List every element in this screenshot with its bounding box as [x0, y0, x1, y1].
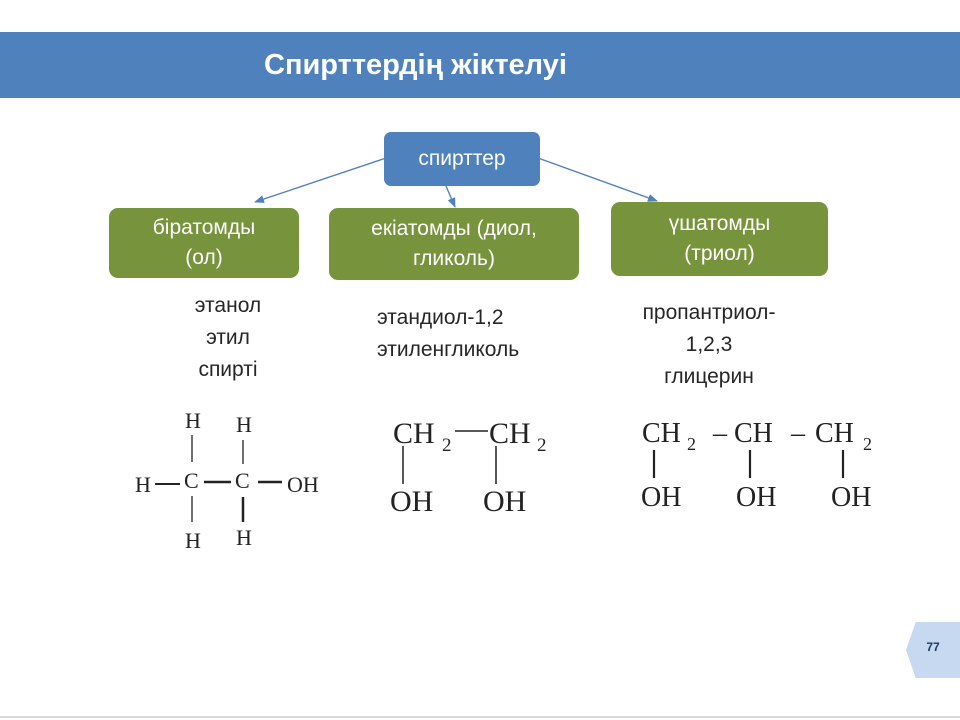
atom-h: H: [236, 525, 252, 550]
category-dihydric: екіатомды (диол, гликоль): [329, 208, 579, 280]
root-node-alcohols: спирттер: [384, 132, 540, 186]
bond-dash: –: [790, 418, 806, 449]
category-monohydric: біратомды (ол): [109, 208, 299, 278]
category-monohydric-line-2: (ол): [185, 246, 223, 269]
example-name: пропантриол-: [642, 301, 776, 324]
example-names-monohydric: этанол этил спирті: [160, 290, 296, 386]
subscript-2: 2: [687, 434, 696, 454]
example-names-dihydric: этандиол-1,2 этиленгликоль: [377, 302, 519, 366]
slide-title: Спирттердің жіктелуі: [264, 49, 567, 81]
atom-h: H: [185, 408, 201, 433]
example-name: этанол: [194, 294, 262, 317]
glycerol-formula: CH 2 – CH – CH 2 OH OH OH: [641, 418, 872, 513]
category-dihydric-line-2: гликоль): [412, 247, 495, 270]
group-ch: CH: [489, 417, 531, 450]
atom-c: C: [235, 468, 250, 493]
example-names-trihydric: пропантриол- 1,2,3 глицерин: [614, 297, 804, 393]
subscript-2: 2: [863, 434, 872, 454]
atom-c: C: [184, 468, 199, 493]
category-monohydric-line-1: біратомды: [152, 216, 256, 239]
subscript-2: 2: [537, 435, 547, 456]
example-name: глицерин: [664, 365, 754, 388]
group-oh: OH: [641, 482, 681, 513]
example-name: этандиол-1,2: [377, 306, 504, 329]
category-trihydric: үшатомды (триол): [611, 202, 828, 276]
arrow-to-dihydric: [445, 185, 456, 208]
group-oh: OH: [390, 485, 433, 518]
group-ch2: CH: [815, 418, 854, 449]
atom-h: H: [185, 528, 201, 553]
group-oh: OH: [831, 482, 871, 513]
arrow-to-monohydric: [254, 157, 387, 203]
title-band: [0, 32, 960, 98]
page-number: 77: [926, 640, 940, 654]
atom-h: H: [135, 472, 151, 497]
category-trihydric-line-1: үшатомды: [668, 212, 771, 235]
atom-h: H: [236, 412, 252, 437]
group-oh: OH: [287, 472, 319, 497]
root-node-label: спирттер: [418, 147, 506, 170]
page-number-tab: [906, 622, 960, 678]
ethanol-formula: H H H C C OH H H: [135, 408, 319, 553]
group-ch: – CH: [712, 418, 773, 449]
example-name: этиленгликоль: [377, 338, 520, 361]
category-trihydric-line-2: (триол): [684, 242, 755, 265]
ethylene-glycol-formula: CH 2 CH 2 OH OH: [390, 417, 547, 518]
group-ch: CH: [393, 417, 435, 450]
group-oh: OH: [483, 485, 526, 518]
example-name: 1,2,3: [685, 333, 733, 356]
arrow-to-trihydric: [537, 157, 658, 202]
group-ch2: CH: [642, 418, 681, 449]
bottom-divider: [0, 716, 960, 718]
example-name: этил: [206, 326, 250, 349]
group-oh: OH: [736, 482, 776, 513]
example-name: спирті: [198, 358, 258, 381]
category-dihydric-line-1: екіатомды (диол,: [371, 217, 537, 240]
subscript-2: 2: [442, 435, 452, 456]
